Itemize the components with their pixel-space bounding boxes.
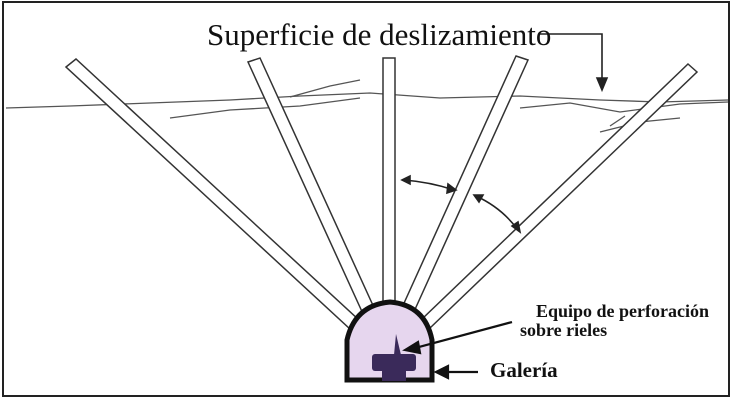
slip-surface-label: Superficie de deslizamiento [207, 17, 551, 52]
gallery-arrow [433, 364, 478, 380]
drill-rig-label-line2: sobre rieles [520, 320, 607, 340]
drill-rig-icon [372, 334, 416, 381]
slip-surface-arrow [540, 33, 609, 93]
angle-arcs [400, 174, 522, 234]
drain-rod-3 [382, 57, 396, 309]
drill-rig-arrow [402, 320, 513, 355]
gallery-label: Galería [490, 358, 558, 382]
drill-rig-label-line1: Equipo de perforación [536, 301, 709, 321]
